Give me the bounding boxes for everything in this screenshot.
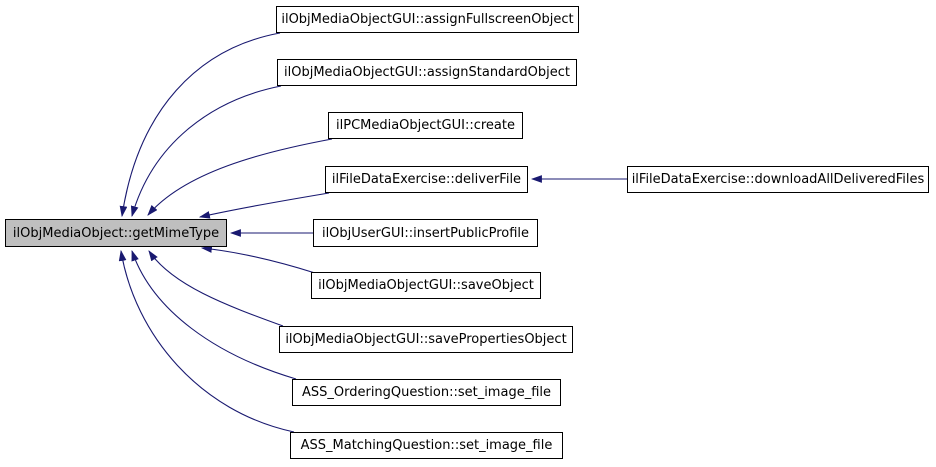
edge-deliverfile-to-getmimetype	[198, 192, 330, 219]
edge-saveobject-to-getmimetype	[200, 245, 316, 274]
edge-ordering-set-image-file-to-getmimetype	[131, 249, 297, 380]
edge-assignfullscreenobject-to-getmimetype	[119, 32, 281, 218]
graph-node-matching-set-image-file[interactable]: ASS_MatchingQuestion::set_image_file	[290, 432, 563, 459]
graph-node-saveobject[interactable]: ilObjMediaObjectGUI::saveObject	[311, 272, 541, 299]
graph-node-insertpublicprofile[interactable]: ilObjUserGUI::insertPublicProfile	[313, 219, 538, 247]
edge-assignstandardobject-to-getmimetype	[130, 85, 282, 218]
graph-node-ordering-set-image-file[interactable]: ASS_OrderingQuestion::set_image_file	[292, 379, 561, 406]
graph-node-savepropertiesobject[interactable]: ilObjMediaObjectGUI::savePropertiesObjec…	[279, 326, 573, 353]
graph-node-assignstandardobject[interactable]: ilObjMediaObjectGUI::assignStandardObjec…	[277, 59, 577, 86]
graph-node-getmimetype: ilObjMediaObject::getMimeType	[5, 219, 227, 247]
graph-node-deliverfile[interactable]: ilFileDataExercise::deliverFile	[325, 166, 528, 193]
edge-create-to-getmimetype	[147, 138, 333, 216]
graph-node-create[interactable]: ilPCMediaObjectGUI::create	[328, 112, 523, 139]
edge-matching-set-image-file-to-getmimetype	[118, 249, 295, 433]
graph-node-assignfullscreenobject[interactable]: ilObjMediaObjectGUI::assignFullscreenObj…	[276, 6, 579, 33]
edge-savepropertiesobject-to-getmimetype	[148, 250, 284, 327]
graph-node-downloadalldeliveredfiles[interactable]: ilFileDataExercise::downloadAllDelivered…	[627, 166, 929, 193]
